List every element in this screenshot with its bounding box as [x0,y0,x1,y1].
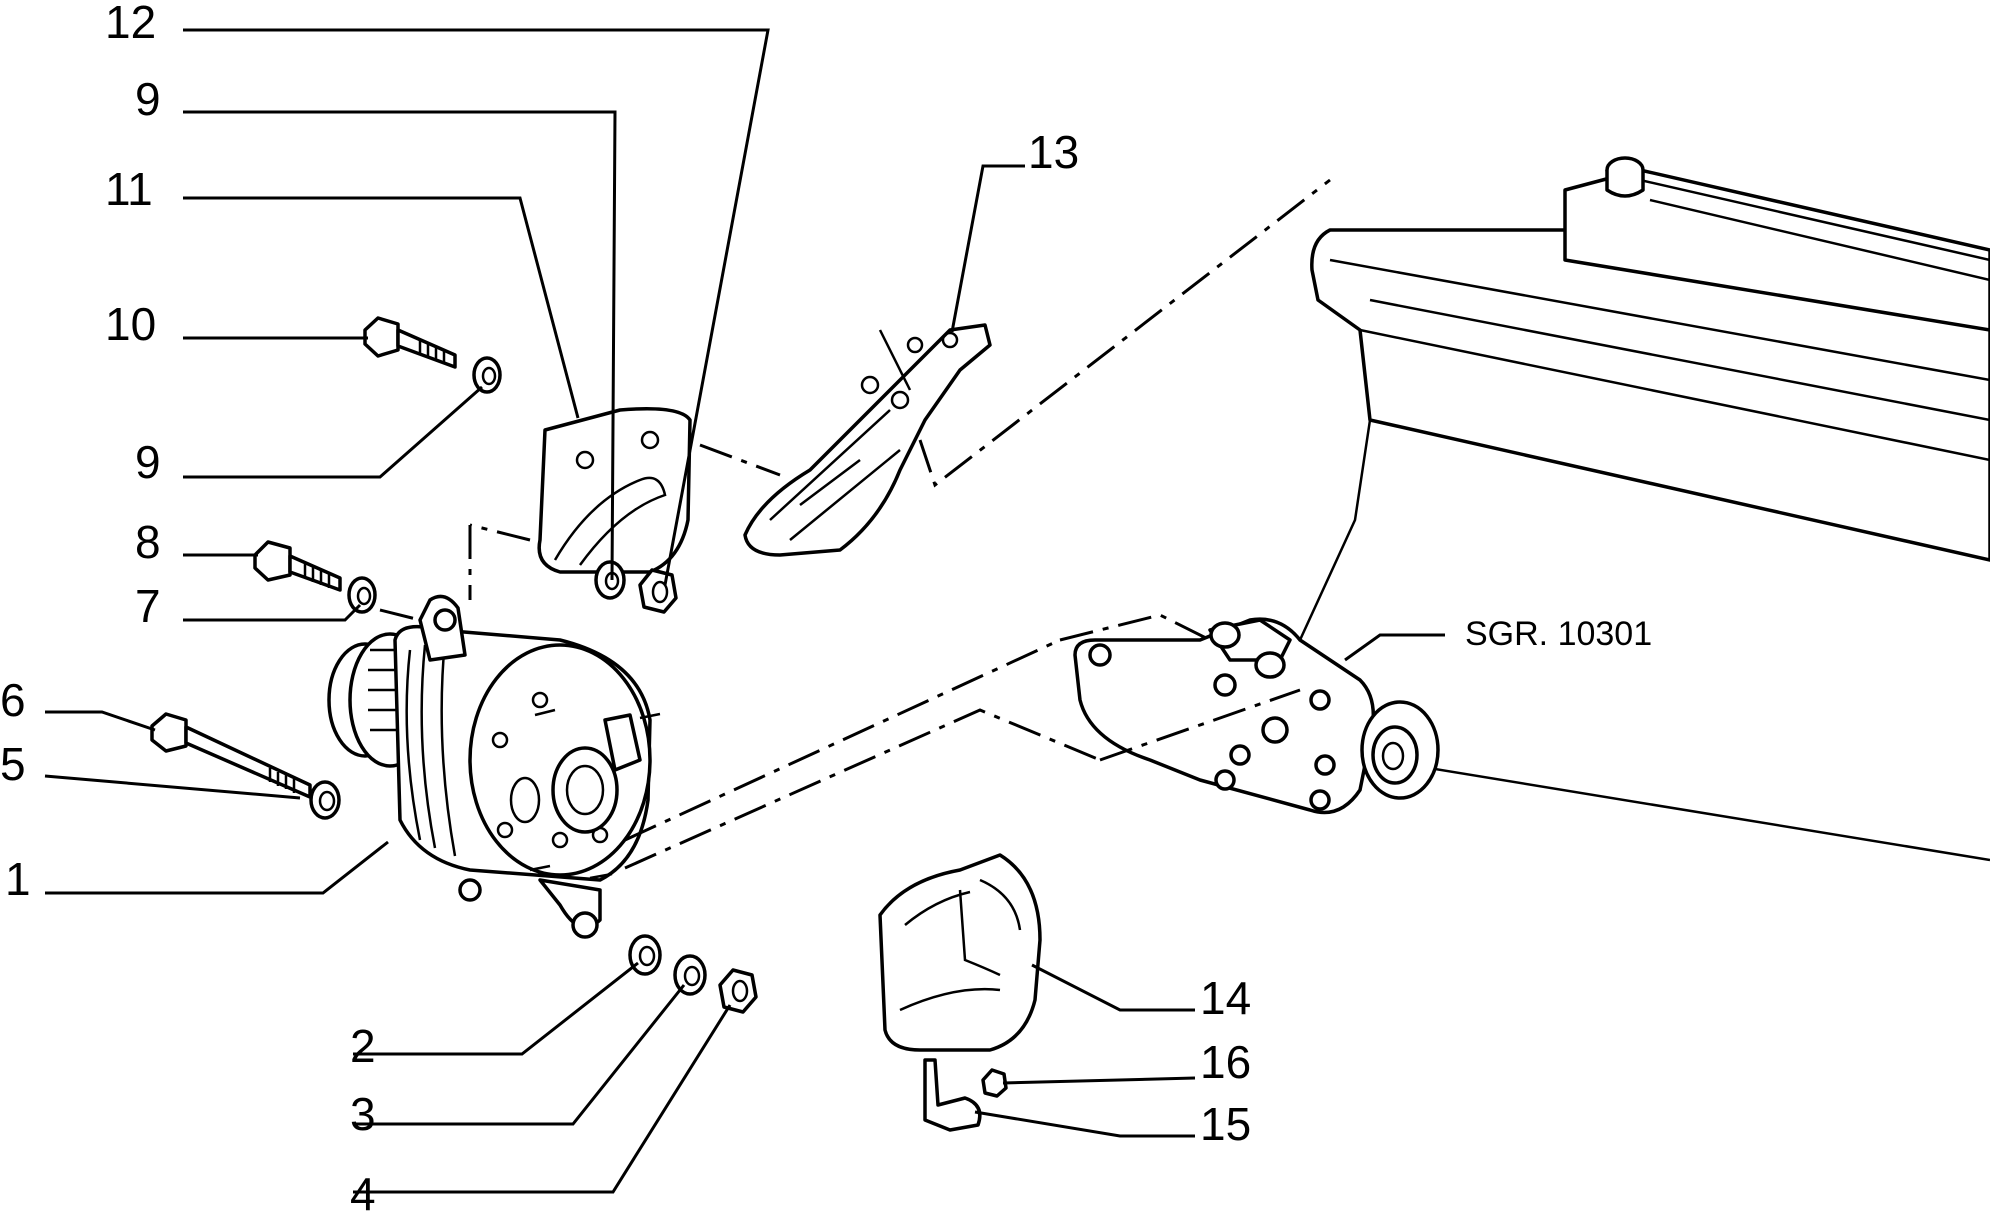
washer-7 [347,576,377,614]
callout-6: 6 [0,674,26,726]
nut-4 [718,968,758,1014]
nut-16 [981,1068,1008,1098]
callout-10: 10 [105,298,156,350]
nut-12 [638,568,678,614]
callout-5: 5 [0,738,26,790]
callout-15: 15 [1200,1098,1251,1150]
callout-12: 12 [105,0,156,48]
cover-14 [878,853,1042,1052]
alternator [327,594,661,939]
callout-16: 16 [1200,1036,1251,1088]
bracket-15 [923,1058,982,1132]
reference-label: SGR. 10301 [1465,615,1652,653]
washer-2 [628,934,662,976]
callout-13: 13 [1028,126,1079,178]
arm-13 [743,323,992,557]
callout-9-top: 9 [135,73,161,125]
callout-11: 11 [105,163,153,215]
callout-9-lower: 9 [135,436,161,488]
callout-labels: 12 9 11 10 9 8 7 6 5 1 2 3 4 13 14 16 15… [0,0,1652,1214]
callout-4: 4 [350,1168,376,1214]
leader-lines [44,28,1445,1194]
support-bracket [1073,617,1440,815]
washer-9-upper [594,560,626,600]
bolt-8 [253,540,342,592]
callout-7: 7 [135,580,161,632]
assembly-lines [379,178,1331,870]
bolt-6 [150,712,312,799]
washer-5 [309,780,341,820]
callout-8: 8 [135,516,161,568]
engine-block [1298,156,1990,862]
bolt-10 [363,316,457,369]
callout-2: 2 [350,1020,376,1072]
callout-3: 3 [350,1088,376,1140]
callout-14: 14 [1200,972,1251,1024]
callout-1: 1 [5,853,31,905]
washer-9-lower [472,356,502,394]
bracket-11 [537,407,692,574]
